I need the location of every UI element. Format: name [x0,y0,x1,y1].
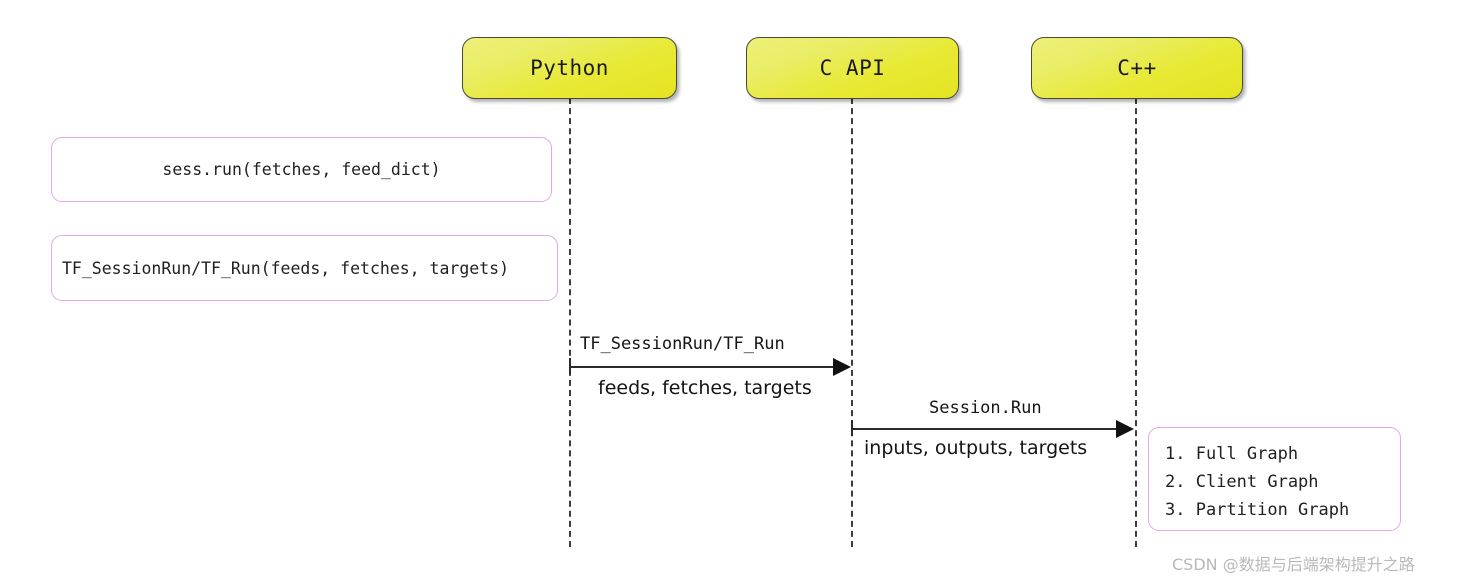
lifeline-cpp [1135,98,1137,547]
msg-tf-session-run-label-bottom: feeds, fetches, targets [598,377,812,399]
msg-tf-session-run-line [569,366,834,368]
lifeline-capi [851,98,853,547]
note-graph-stages-item-3: 3. Partition Graph [1165,500,1350,521]
csdn-watermark: CSDN @数据与后端架构提升之路 [1172,555,1415,574]
note-sess-run: sess.run(fetches, feed_dict) [51,137,552,202]
msg-session-run-arrowhead [1116,420,1134,438]
participant-capi[interactable]: C API [746,37,959,99]
msg-tf-session-run-arrowhead [833,358,851,376]
participant-cpp[interactable]: C++ [1031,37,1243,99]
note-graph-stages-item-1: 1. Full Graph [1165,444,1299,464]
participant-python[interactable]: Python [462,37,677,99]
lifeline-python [569,98,571,547]
msg-session-run-label-bottom: inputs, outputs, targets [864,437,1088,459]
note-graph-stages: 1. Full Graph 2. Client Graph 3. Partiti… [1148,427,1401,531]
msg-session-run-line [851,428,1117,430]
msg-tf-session-run-label-top: TF_SessionRun/TF_Run [580,334,785,354]
note-graph-stages-item-2: 2. Client Graph [1165,472,1319,493]
note-tf-session-run-text: TF_SessionRun/TF_Run(feeds, fetches, tar… [62,258,510,278]
participant-cpp-label: C++ [1117,56,1157,80]
msg-session-run-label-top: Session.Run [929,398,1042,418]
note-sess-run-text: sess.run(fetches, feed_dict) [162,160,441,179]
note-tf-session-run: TF_SessionRun/TF_Run(feeds, fetches, tar… [51,235,558,301]
participant-capi-label: C API [819,56,886,80]
participant-python-label: Python [530,56,609,80]
